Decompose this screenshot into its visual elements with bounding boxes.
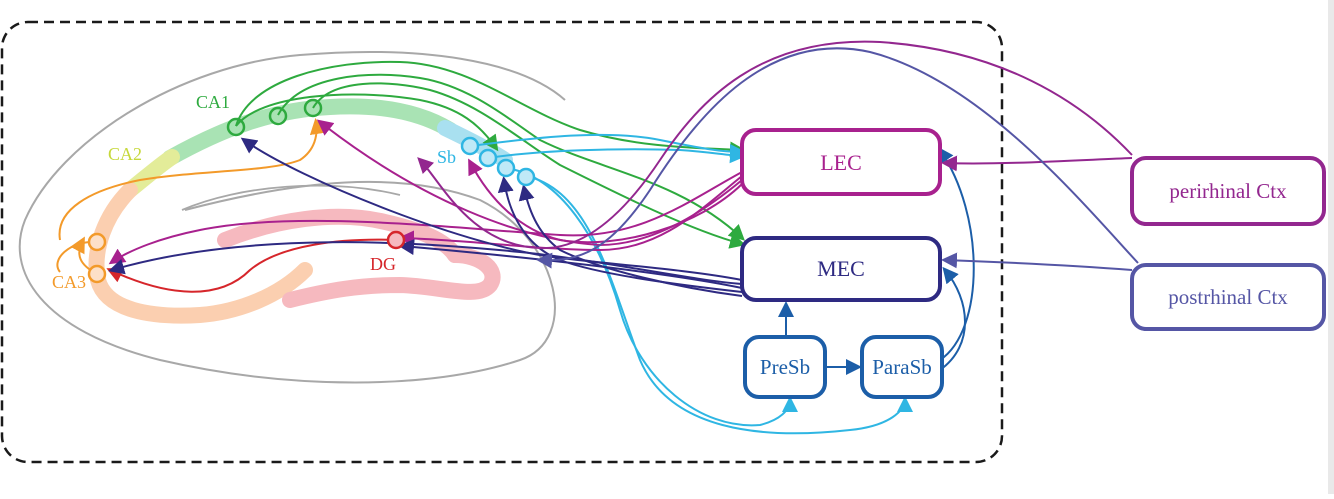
hippocampal-formation-boundary [0, 20, 1004, 464]
sb-neuron [516, 167, 536, 187]
postrhinal-projections [536, 47, 1139, 271]
presb-box [743, 335, 827, 399]
sb-neuron [478, 148, 498, 168]
sb-neuron [460, 136, 480, 156]
perirhinal-projections [417, 40, 1133, 250]
ca3-neurons [87, 232, 107, 284]
ca3-label: CA3 [52, 272, 86, 292]
postrhinal-box [1130, 263, 1326, 331]
postrhinal-label: postrhinal Ctx [1168, 285, 1288, 309]
presb-parasb-projections [778, 146, 975, 375]
ca2-label: CA2 [108, 144, 142, 164]
dg-band-lower [282, 247, 501, 308]
parasb-box [860, 335, 944, 399]
sb-label: Sb [437, 147, 456, 167]
scrollbar-gutter [1328, 0, 1334, 494]
presb-label: PreSb [760, 355, 810, 379]
lec-box [740, 128, 942, 196]
sb-neurons [460, 136, 536, 187]
dg-neuron [386, 230, 406, 250]
ca1-neurons [226, 98, 323, 137]
ca3-neuron [87, 232, 107, 252]
ca1-neuron [303, 98, 323, 118]
dg-label: DG [370, 254, 396, 274]
parasb-label: ParaSb [872, 355, 932, 379]
perirhinal-label: perirhinal Ctx [1169, 179, 1287, 203]
mec-box [740, 236, 942, 302]
mec-label: MEC [817, 256, 865, 281]
dg-to-ca3-path [106, 238, 397, 293]
dg-outline [181, 184, 401, 211]
mec-projections [108, 137, 743, 297]
ca1-neuron [226, 117, 246, 137]
sb-neuron [496, 158, 516, 178]
ca1-band [162, 98, 458, 166]
lec-label: LEC [820, 150, 862, 175]
perirhinal-box [1130, 156, 1326, 226]
hippocampus-outline [18, 51, 566, 384]
ca1-neuron [268, 106, 288, 126]
sb-projections [469, 133, 913, 435]
lec-projections [108, 119, 743, 265]
ca1-label: CA1 [196, 92, 230, 112]
ca3-neuron [87, 264, 107, 284]
